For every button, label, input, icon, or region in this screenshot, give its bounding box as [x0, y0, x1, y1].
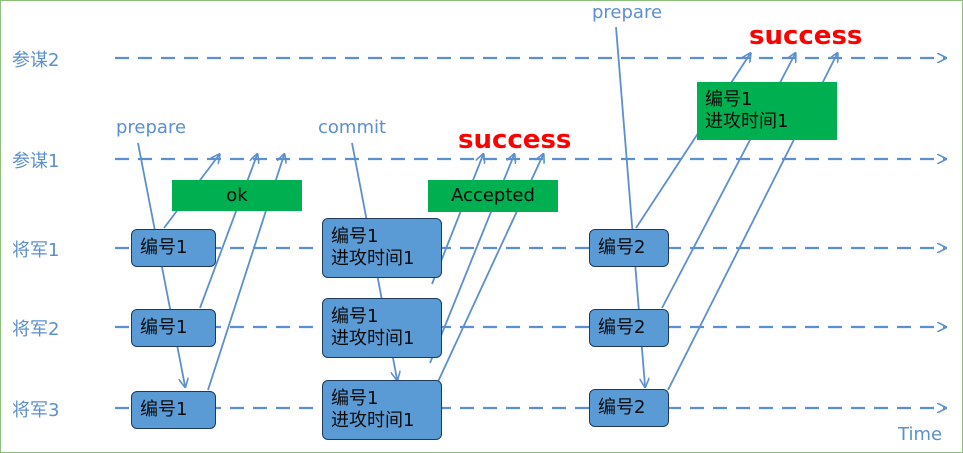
annotation-prepare-1: prepare	[116, 117, 187, 138]
time-axis-label: Time	[898, 424, 943, 445]
success-label-advisor1: success	[458, 125, 572, 155]
proposal-id: 编号2	[598, 317, 646, 338]
general3-proposal-box: 编号1	[131, 391, 216, 429]
general3-commit-box: 编号1 进攻时间1	[322, 380, 442, 440]
lane-label-advisor1: 参谋1	[12, 151, 60, 172]
attack-time: 进攻时间1	[331, 248, 415, 269]
general1-proposal-box: 编号1	[131, 229, 216, 267]
proposal-id: 编号1	[140, 399, 188, 420]
attack-time: 进攻时间1	[331, 410, 415, 431]
reply-general1-advisor2	[635, 54, 750, 229]
annotation-commit: commit	[318, 117, 387, 138]
attack-time: 进攻时间1	[705, 111, 789, 132]
general1-commit-box: 编号1 进攻时间1	[322, 218, 442, 278]
success-label-advisor2: success	[749, 21, 863, 51]
proposal-id: 编号1	[331, 388, 379, 409]
lane-label-general1: 将军1	[12, 240, 60, 261]
proposal-id: 编号2	[598, 237, 646, 258]
proposal-id: 编号1	[331, 226, 379, 247]
general2-commit-box: 编号1 进攻时间1	[322, 298, 442, 358]
lane-label-general2: 将军2	[12, 319, 60, 340]
lane-label-advisor2: 参谋2	[12, 50, 60, 71]
lane-label-general3: 将军3	[12, 400, 60, 421]
general3-new-proposal-box: 编号2	[589, 389, 669, 427]
proposal-id: 编号2	[598, 397, 646, 418]
ok-label: ok	[226, 184, 248, 206]
general2-new-proposal-box: 编号2	[589, 309, 669, 347]
advisor2-response-box: 编号1 进攻时间1	[697, 82, 837, 140]
proposal-id: 编号1	[140, 237, 188, 258]
proposal-id: 编号1	[705, 89, 753, 110]
ok-response-box: ok	[172, 180, 302, 211]
proposal-id: 编号1	[331, 306, 379, 327]
accepted-response-box: Accepted	[428, 180, 558, 212]
proposal-id: 编号1	[140, 317, 188, 338]
annotation-prepare-2: prepare	[592, 2, 663, 23]
accepted-label: Accepted	[451, 185, 535, 206]
general2-proposal-box: 编号1	[131, 309, 216, 347]
general1-new-proposal-box: 编号2	[589, 229, 669, 267]
attack-time: 进攻时间1	[331, 328, 415, 349]
